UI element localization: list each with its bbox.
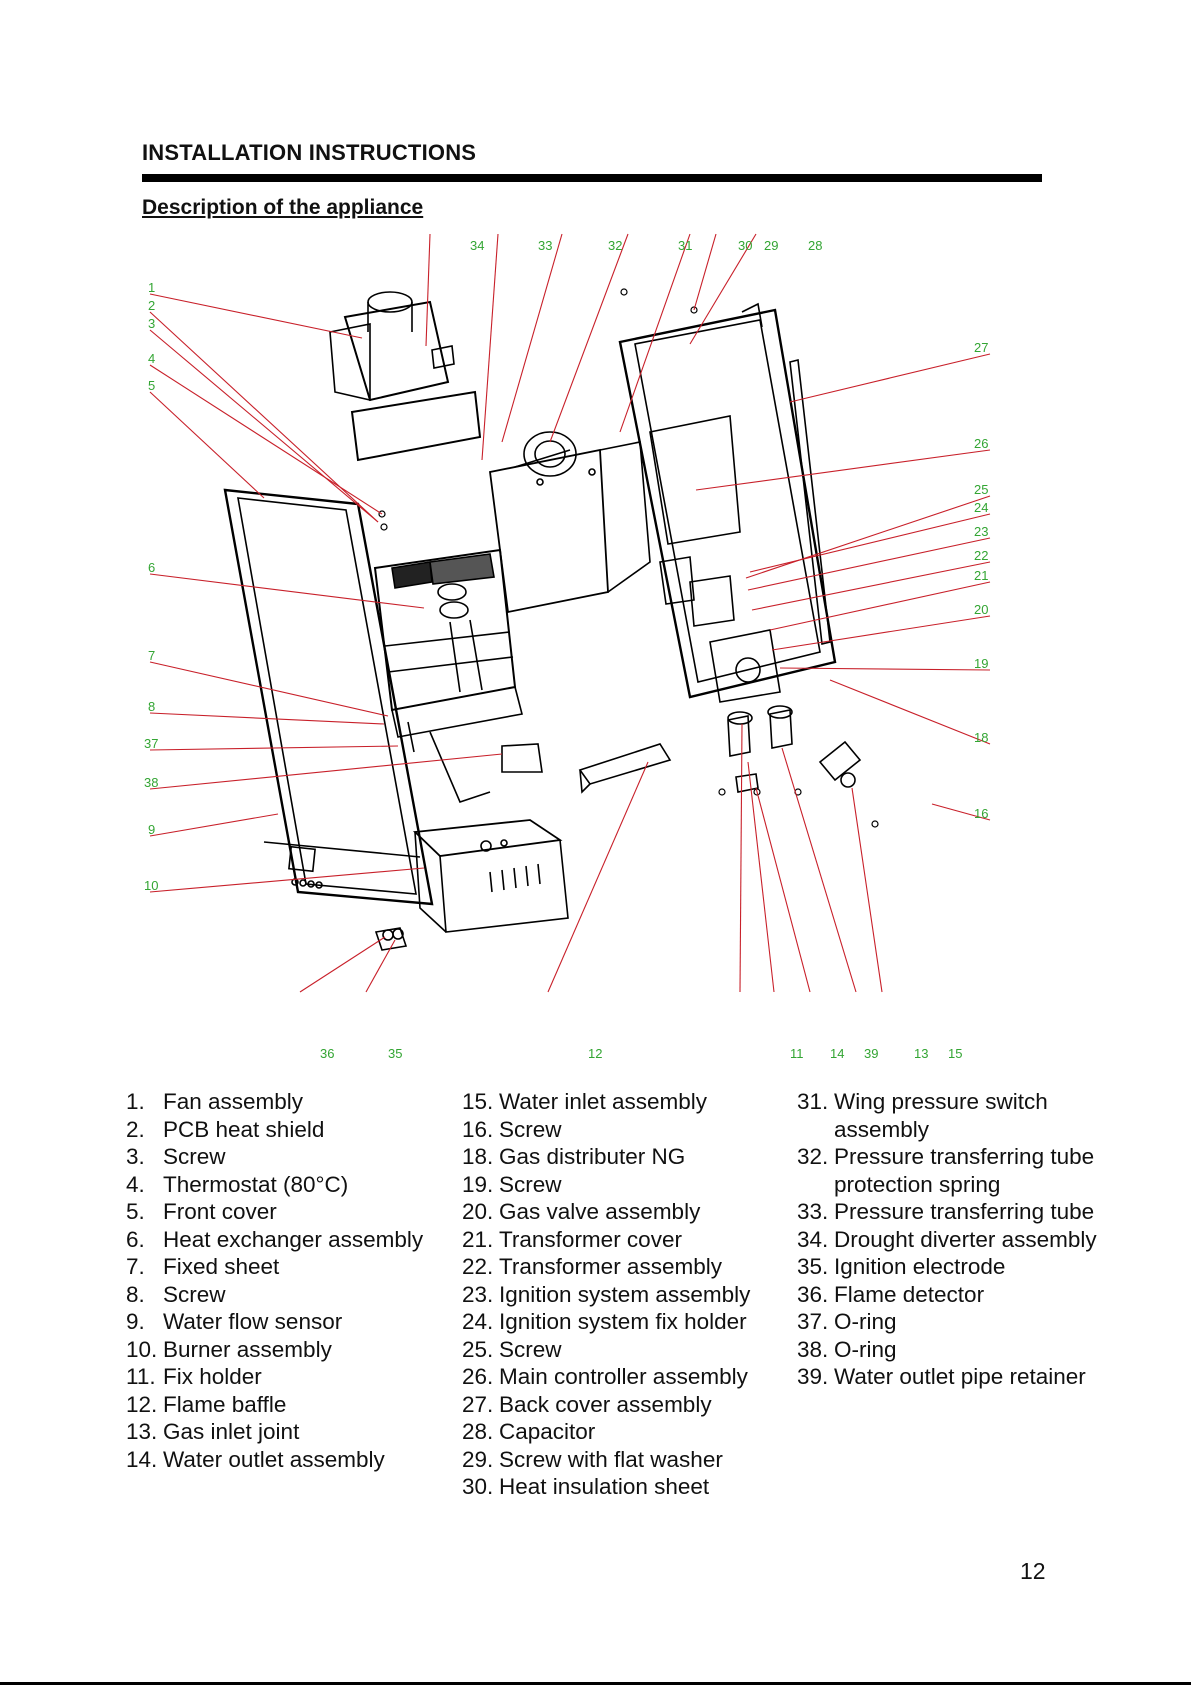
callout-14: 14: [830, 1046, 844, 1061]
callout-4: 4: [148, 351, 155, 366]
parts-list-item: 19.Screw: [462, 1171, 562, 1197]
callout-9: 9: [148, 822, 155, 837]
flame-baffle-part: [578, 743, 672, 794]
callout-31: 31: [678, 238, 692, 253]
callout-8: 8: [148, 699, 155, 714]
parts-list-column-3: 31.Wing pressure switch assembly 32.Pres…: [797, 1088, 1132, 1391]
callout-33: 33: [538, 238, 552, 253]
callout-21: 21: [974, 568, 988, 583]
parts-list-item: 38.O-ring: [797, 1336, 897, 1362]
callout-16: 16: [974, 806, 988, 821]
parts-list-item: 4.Thermostat (80°C): [126, 1171, 349, 1197]
parts-list-item: 8.Screw: [126, 1281, 226, 1307]
front-cover-part: [223, 488, 434, 906]
callout-35: 35: [388, 1046, 402, 1061]
parts-list-item: 3.Screw: [126, 1144, 226, 1169]
parts-list-item: 24.Ignition system fix holder: [462, 1309, 747, 1334]
parts-list-item: 23.Ignition system assembly: [462, 1281, 751, 1307]
callout-11: 11: [790, 1046, 804, 1061]
appliance-drawing: [223, 288, 879, 951]
parts-list-item: 15.Water inlet assembly: [462, 1089, 707, 1114]
pressure-switch-part: [514, 431, 577, 477]
parts-list-column-2: 15.Water inlet assembly 16.Screw 18.Gas …: [462, 1088, 782, 1501]
parts-list-item: 5.Front cover: [126, 1199, 277, 1224]
callout-12: 12: [588, 1046, 602, 1061]
parts-list-item: 28.Capacitor: [462, 1419, 596, 1444]
callout-30: 30: [738, 238, 752, 253]
callout-19: 19: [974, 656, 988, 671]
parts-list-item: 14.Water outlet assembly: [126, 1446, 385, 1472]
water-inlet-outlet-part: [727, 705, 862, 793]
callout-5: 5: [148, 378, 155, 393]
parts-list-item: 13.Gas inlet joint: [126, 1419, 300, 1444]
callout-37: 37: [144, 736, 158, 751]
back-cover-part: [618, 302, 837, 703]
section-title: Description of the appliance: [142, 196, 424, 219]
parts-list-item: 16.Screw: [462, 1116, 562, 1142]
heading-rule: [142, 174, 1042, 182]
parts-list-item: 18.Gas distributer NG: [462, 1144, 686, 1169]
callout-2: 2: [148, 298, 155, 313]
parts-list-item: 35.Ignition electrode: [797, 1254, 1006, 1279]
callout-15: 15: [948, 1046, 962, 1061]
exploded-view-diagram: 1 2 3 4 5 6 7 8 37 38 9 10 27 26 25 24 2…: [144, 233, 991, 1061]
callout-20: 20: [974, 602, 988, 617]
parts-list-item: 34.Drought diverter assembly: [797, 1226, 1097, 1252]
parts-list-item: 10.Burner assembly: [126, 1336, 332, 1362]
parts-list-item: 30.Heat insulation sheet: [462, 1474, 710, 1499]
parts-list-item: 6.Heat exchanger assembly: [126, 1226, 424, 1252]
callout-3: 3: [148, 316, 155, 331]
callout-39: 39: [864, 1046, 878, 1061]
parts-list-item: 36.Flame detector: [797, 1281, 985, 1307]
callout-13: 13: [914, 1046, 928, 1061]
parts-list-item: 12.Flame baffle: [126, 1391, 287, 1417]
parts-list-item: 22.Transformer assembly: [462, 1254, 722, 1279]
parts-list-item: 39.Water outlet pipe retainer: [797, 1364, 1086, 1389]
callout-24: 24: [974, 500, 988, 515]
parts-list-item: 31.Wing pressure switch assembly: [797, 1089, 1048, 1142]
callout-18: 18: [974, 730, 988, 745]
parts-list-item: 32.Pressure transferring tube protection…: [797, 1144, 1095, 1197]
flame-detector-part: [374, 927, 408, 951]
callout-36: 36: [320, 1046, 334, 1061]
parts-list-item: 9.Water flow sensor: [126, 1309, 343, 1334]
callout-25: 25: [974, 482, 988, 497]
callout-32: 32: [608, 238, 622, 253]
parts-list-item: 33.Pressure transferring tube: [797, 1199, 1095, 1224]
callout-34: 34: [470, 238, 484, 253]
callout-23: 23: [974, 524, 988, 539]
callout-38: 38: [144, 775, 158, 790]
callout-lines: [149, 233, 991, 993]
parts-list-item: 1.Fan assembly: [126, 1089, 304, 1114]
callout-1: 1: [148, 280, 155, 295]
fan-assembly-part: [329, 291, 482, 462]
burner-assembly-part: [412, 819, 569, 933]
heat-exchanger-part: [373, 548, 543, 803]
callout-28: 28: [808, 238, 822, 253]
callout-26: 26: [974, 436, 988, 451]
footer-rule: [0, 1682, 1191, 1685]
parts-list-item: 29.Screw with flat washer: [462, 1446, 723, 1472]
callout-10: 10: [144, 878, 158, 893]
parts-list-item: 2.PCB heat shield: [126, 1116, 325, 1142]
callout-7: 7: [148, 648, 155, 663]
parts-list-column-1: 1.Fan assembly 2.PCB heat shield 3.Screw…: [126, 1088, 456, 1473]
parts-list-item: 20.Gas valve assembly: [462, 1199, 701, 1224]
callout-numbers: 1 2 3 4 5 6 7 8 37 38 9 10 27 26 25 24 2…: [144, 238, 988, 1061]
callout-27: 27: [974, 340, 988, 355]
parts-list-item: 21.Transformer cover: [462, 1226, 682, 1252]
page-number: 12: [1020, 1558, 1046, 1584]
page-heading: INSTALLATION INSTRUCTIONS: [142, 140, 477, 165]
callout-22: 22: [974, 548, 988, 563]
callout-29: 29: [764, 238, 778, 253]
parts-list-item: 25.Screw: [462, 1336, 562, 1362]
parts-list-item: 37.O-ring: [797, 1309, 897, 1334]
parts-list-item: 26.Main controller assembly: [462, 1364, 748, 1389]
callout-6: 6: [148, 560, 155, 575]
parts-list-item: 27.Back cover assembly: [462, 1391, 712, 1417]
parts-list-item: 11.Fix holder: [126, 1364, 262, 1389]
parts-list-item: 7.Fixed sheet: [126, 1254, 280, 1279]
